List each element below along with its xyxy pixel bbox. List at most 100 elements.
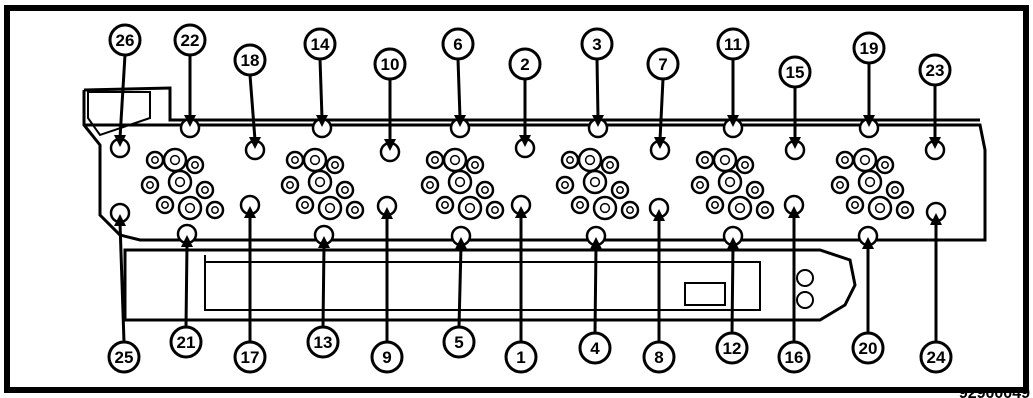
- valve-port-inner: [211, 206, 219, 214]
- valve-port: [485, 200, 505, 220]
- callout-label-25: 25: [115, 348, 134, 367]
- valve-port: [690, 175, 710, 195]
- leader-line-18: [248, 74, 257, 141]
- arrowhead-13: [318, 236, 330, 248]
- arrowhead-11: [727, 115, 739, 127]
- valve-port: [335, 180, 355, 200]
- callout-label-18: 18: [241, 51, 260, 70]
- leader-line-4: [593, 245, 598, 334]
- lower-cover-inner: [204, 255, 761, 311]
- arrowhead-18: [249, 137, 261, 149]
- valve-port-inner: [711, 201, 719, 209]
- valve-port: [435, 195, 455, 215]
- cover-block: [684, 282, 726, 306]
- valve-port: [577, 147, 603, 173]
- callout-circle-15: [778, 55, 812, 89]
- callout-label-13: 13: [314, 333, 333, 352]
- valve-port-inner: [184, 202, 196, 214]
- callout-circle-5: [442, 325, 476, 359]
- valve-port: [155, 195, 175, 215]
- leader-line-13: [321, 244, 326, 328]
- callout-label-4: 4: [590, 339, 600, 358]
- valve-port-inner: [301, 201, 309, 209]
- callout-label-19: 19: [860, 39, 879, 58]
- callout-circle-2: [508, 47, 542, 81]
- valve-port: [830, 175, 850, 195]
- valve-port-inner: [734, 202, 746, 214]
- valve-ports: [140, 147, 915, 221]
- callout-circle-8: [642, 340, 676, 374]
- callout-label-10: 10: [381, 55, 400, 74]
- valve-port: [285, 150, 305, 170]
- valve-port: [167, 169, 193, 195]
- callout-circle-22: [173, 23, 207, 57]
- valve-port: [712, 147, 738, 173]
- valve-port: [705, 195, 725, 215]
- arrowhead-5: [455, 237, 467, 249]
- valve-port-inner: [561, 181, 569, 189]
- valve-port-inner: [191, 161, 199, 169]
- arrowhead-19: [863, 115, 875, 127]
- callout-circle-11: [716, 27, 750, 61]
- arrowhead-21: [181, 235, 193, 247]
- callout-label-1: 1: [516, 348, 525, 367]
- callout-circle-13: [306, 325, 340, 359]
- callout-label-9: 9: [382, 348, 391, 367]
- leader-line-21: [184, 243, 189, 328]
- callout-label-11: 11: [724, 35, 742, 54]
- figure-border: [4, 5, 1029, 393]
- arrowhead-24: [930, 213, 942, 225]
- callout-circle-18: [233, 43, 267, 77]
- valve-port: [307, 169, 333, 195]
- valve-port: [835, 150, 855, 170]
- leader-line-14: [318, 58, 324, 119]
- callout-label-21: 21: [177, 333, 196, 352]
- callout-label-5: 5: [454, 333, 463, 352]
- valve-port-inner: [309, 154, 321, 166]
- valve-port: [727, 195, 753, 221]
- callout-circle-20: [851, 331, 885, 365]
- valve-port: [852, 147, 878, 173]
- valve-port-inner: [696, 181, 704, 189]
- callout-label-16: 16: [785, 348, 804, 367]
- valve-port-inner: [481, 186, 489, 194]
- callout-label-8: 8: [654, 348, 663, 367]
- callout-label-12: 12: [723, 339, 742, 358]
- valve-port: [457, 195, 483, 221]
- valve-port: [140, 175, 160, 195]
- valve-port: [195, 180, 215, 200]
- valve-port: [867, 195, 893, 221]
- callout-label-17: 17: [241, 348, 260, 367]
- valve-port-inner: [431, 156, 439, 164]
- callout-circle-7: [646, 47, 680, 81]
- valve-port: [295, 195, 315, 215]
- arrowhead-26: [114, 135, 126, 147]
- valve-port-inner: [599, 202, 611, 214]
- callout-label-7: 7: [658, 55, 667, 74]
- valve-port-inner: [464, 202, 476, 214]
- callout-circle-21: [169, 325, 203, 359]
- valve-port-inner: [441, 201, 449, 209]
- callout-circle-4: [578, 331, 612, 365]
- valve-port-inner: [341, 186, 349, 194]
- valve-port-inner: [859, 154, 871, 166]
- arrowhead-4: [590, 237, 602, 249]
- valve-port-inner: [286, 181, 294, 189]
- valve-port: [560, 150, 580, 170]
- arrowhead-16: [788, 206, 800, 218]
- valve-port: [592, 195, 618, 221]
- valve-port: [755, 200, 775, 220]
- callout-label-23: 23: [926, 61, 945, 80]
- leader-line-25: [118, 222, 126, 343]
- lower-cover: [123, 248, 857, 322]
- valve-port-inner: [566, 156, 574, 164]
- callout-circle-3: [580, 27, 614, 61]
- valve-port: [442, 147, 468, 173]
- valve-port-inner: [851, 201, 859, 209]
- valve-port-inner: [751, 186, 759, 194]
- valve-port-inner: [606, 161, 614, 169]
- valve-port-inner: [454, 176, 466, 188]
- valve-port-inner: [901, 206, 909, 214]
- valve-port: [895, 200, 915, 220]
